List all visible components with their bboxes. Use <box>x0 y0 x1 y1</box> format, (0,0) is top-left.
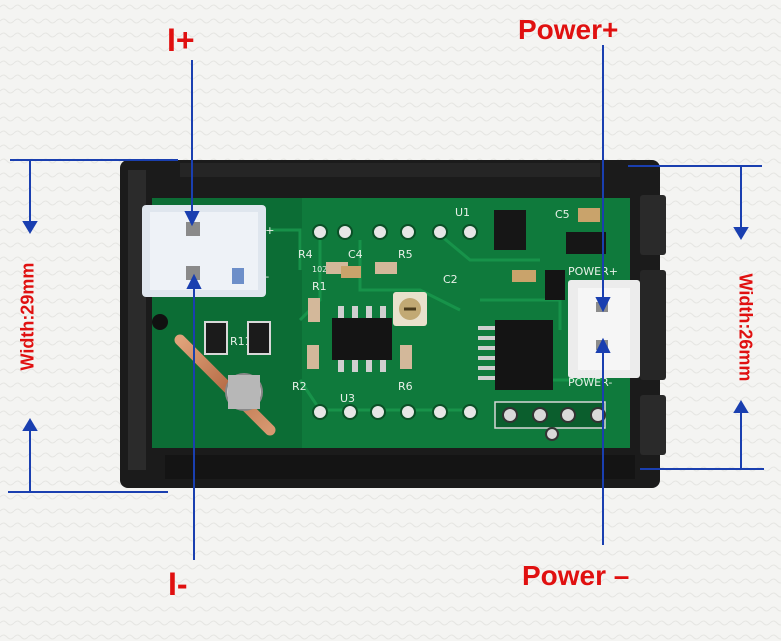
label-i-minus: I- <box>168 566 188 602</box>
silk-c5: C5 <box>555 208 570 221</box>
silk-r6: R6 <box>398 380 413 393</box>
current-connector <box>142 205 266 297</box>
potentiometer <box>393 292 427 326</box>
silk-u3: U3 <box>340 392 355 405</box>
label-power-plus: Power+ <box>518 14 619 45</box>
silk-r1: R1 <box>312 280 327 293</box>
silk-r4: R4 <box>298 248 313 261</box>
silk-102: 102 <box>312 265 327 274</box>
silk-u1: U1 <box>455 206 470 219</box>
label-power-minus: Power – <box>522 560 630 591</box>
vias <box>312 224 478 420</box>
callout-lines <box>184 45 611 560</box>
label-width-29mm: Width:29mm <box>17 262 38 371</box>
smd-resistors <box>204 262 412 369</box>
silk-power-plus: POWER+ <box>568 265 618 278</box>
label-width-26mm: Width:26mm <box>735 273 756 382</box>
ic-chips <box>332 208 606 390</box>
silk-c4: C4 <box>348 248 363 261</box>
silk-c2: C2 <box>443 273 458 286</box>
silk-r2: R2 <box>292 380 307 393</box>
label-i-plus: I+ <box>167 22 195 58</box>
dimension-lines <box>8 159 764 493</box>
silk-r11: R11 <box>230 335 252 348</box>
silk-power-minus: POWER- <box>568 376 612 389</box>
bottom-header <box>494 401 606 441</box>
silk-r5: R5 <box>398 248 413 261</box>
